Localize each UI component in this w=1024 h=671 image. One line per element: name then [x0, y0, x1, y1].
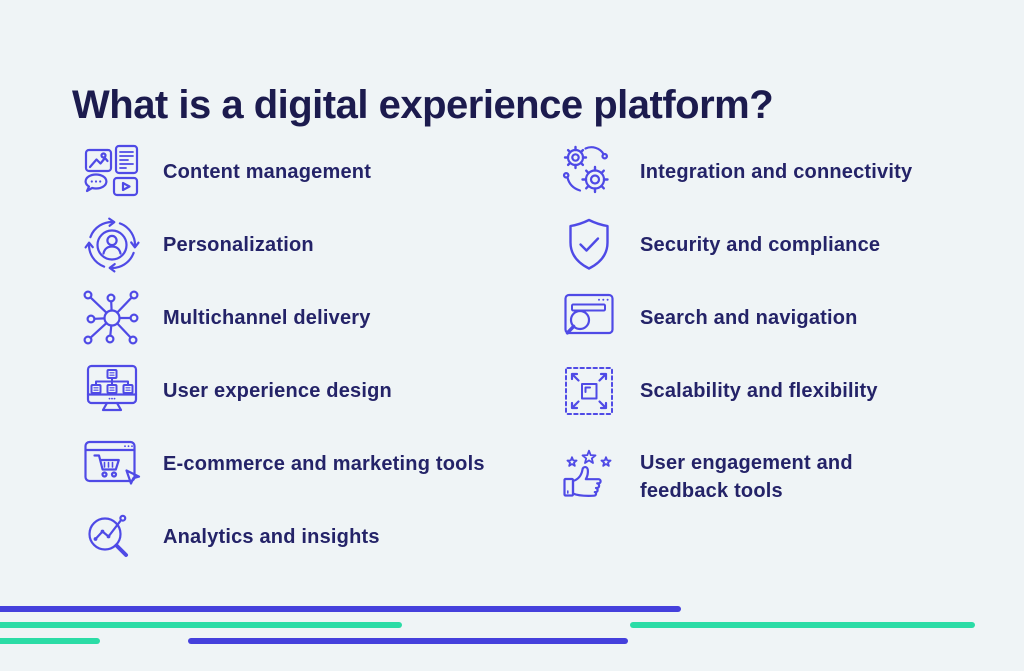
multichannel-delivery-icon: [80, 287, 144, 349]
user-engagement-icon: [557, 446, 621, 508]
scalability-flexibility-icon: [557, 360, 621, 422]
feature-list-left: Content management Personalization: [80, 135, 485, 573]
decor-line-blue-top: [0, 606, 681, 612]
feature-label: Personalization: [163, 233, 314, 256]
user-experience-design-icon: [80, 360, 144, 422]
feature-list-right: Integration and connectivity Security an…: [557, 135, 912, 527]
feature-label: Content management: [163, 160, 372, 183]
security-compliance-icon: [557, 214, 621, 276]
feature-label: User experience design: [163, 379, 392, 402]
decor-line-green-mid-left: [0, 622, 402, 628]
search-navigation-icon: [557, 287, 621, 349]
feature-label: E-commerce and marketing tools: [163, 452, 485, 475]
feature-label: User engagement and feedback tools: [640, 452, 853, 502]
page-title: What is a digital experience platform?: [72, 82, 774, 127]
ecommerce-marketing-icon: [80, 433, 144, 495]
feature-label: Analytics and insights: [163, 525, 380, 548]
list-item: User experience design: [80, 354, 485, 427]
list-item: Integration and connectivity: [557, 135, 912, 208]
list-item: Personalization: [80, 208, 485, 281]
list-item: Search and navigation: [557, 281, 912, 354]
feature-label: Multichannel delivery: [163, 306, 371, 329]
integration-connectivity-icon: [557, 141, 621, 203]
analytics-insights-icon: [80, 506, 144, 568]
feature-label: Scalability and flexibility: [640, 379, 878, 402]
list-item: Scalability and flexibility: [557, 354, 912, 427]
decor-line-green-mid-right: [630, 622, 975, 628]
list-item: Analytics and insights: [80, 500, 485, 573]
list-item: E-commerce and marketing tools: [80, 427, 485, 500]
list-item: Security and compliance: [557, 208, 912, 281]
feature-label: Security and compliance: [640, 233, 881, 256]
personalization-icon: [80, 214, 144, 276]
list-item: Multichannel delivery: [80, 281, 485, 354]
feature-label: Search and navigation: [640, 306, 858, 329]
feature-label: Integration and connectivity: [640, 160, 913, 183]
list-item: User engagement and feedback tools: [557, 427, 912, 527]
content-management-icon: [80, 141, 144, 203]
decor-line-blue-bottom: [188, 638, 628, 644]
decor-line-green-bottom: [0, 638, 100, 644]
list-item: Content management: [80, 135, 485, 208]
